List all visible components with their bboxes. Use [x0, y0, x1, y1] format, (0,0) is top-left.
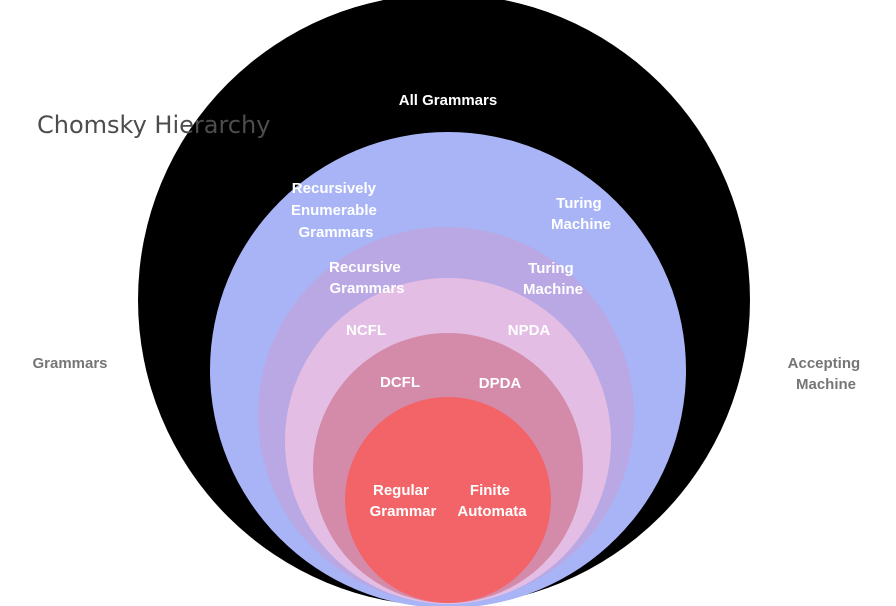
turing-machine-label-inner: Turing Machine	[523, 260, 583, 298]
dpda-label: DPDA	[479, 375, 522, 392]
recursive-grammars-label: Recursive Grammars	[329, 259, 405, 297]
regular-circle	[345, 397, 551, 603]
grammars-side-label: Grammars	[32, 355, 107, 372]
all-grammars-label: All Grammars	[399, 92, 497, 109]
npda-label: NPDA	[508, 322, 551, 339]
recursively-enumerable-label: Recursively Enumerable Grammars	[291, 180, 381, 241]
finite-automata-label: Finite Automata	[457, 482, 527, 520]
ncfl-label: NCFL	[346, 322, 386, 339]
dcfl-label: DCFL	[380, 374, 420, 391]
page-title: Chomsky Hierarchy	[37, 111, 270, 139]
turing-machine-label-outer: Turing Machine	[551, 195, 611, 233]
regular-grammar-label: Regular Grammar	[370, 482, 437, 520]
accepting-machine-side-label: Accepting Machine	[788, 355, 865, 393]
